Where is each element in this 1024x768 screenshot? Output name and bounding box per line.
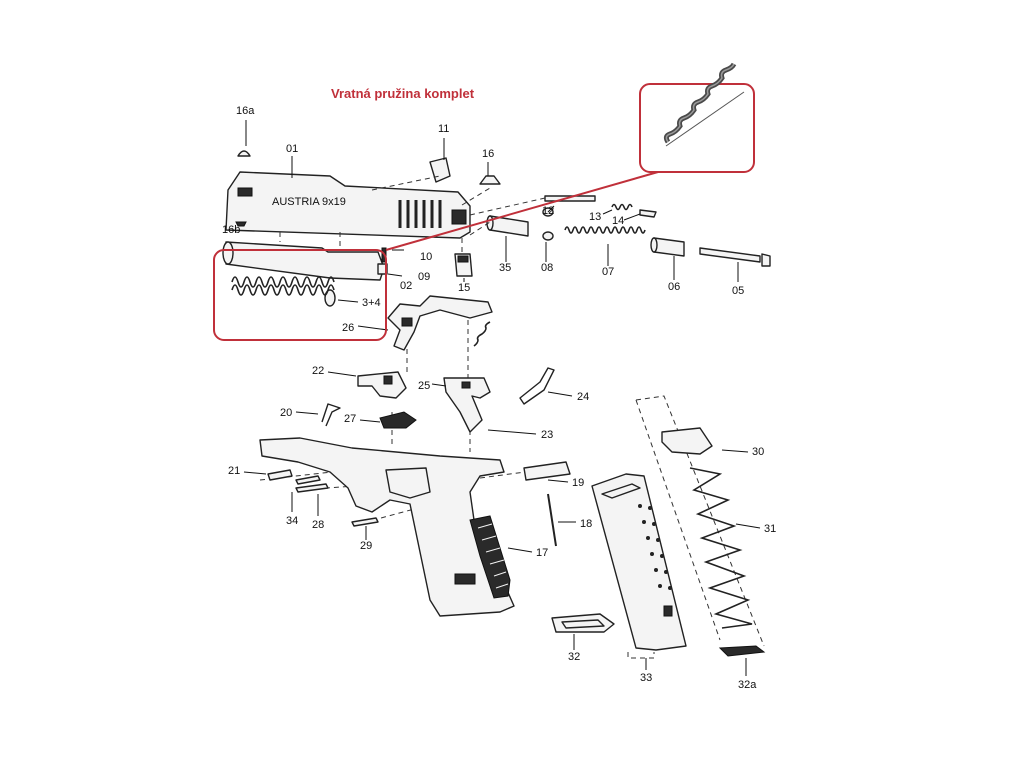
magazine-insert-part [718, 645, 766, 657]
label-30: 30 [752, 446, 764, 458]
recoil-spring-assembly-part [231, 276, 336, 307]
trigger-pin-part [267, 469, 293, 481]
spring-cup-part [639, 209, 657, 218]
assembly-line [371, 175, 441, 191]
label-12: 12 [542, 205, 554, 217]
label-09: 09 [418, 271, 430, 283]
spring-cups-small-part [542, 231, 554, 241]
firing-pin-spring-part [564, 226, 646, 234]
spring-loaded-bearing-pin-part [351, 517, 379, 527]
label-34: 34 [286, 515, 298, 527]
magazine-bracket [627, 652, 655, 659]
label-16: 16 [482, 148, 494, 160]
label-32a: 32a [738, 679, 757, 691]
label-16a: 16a [236, 105, 255, 117]
label-17: 17 [536, 547, 548, 559]
slide-lock-part [379, 411, 417, 429]
label-26: 26 [342, 322, 354, 334]
trigger-spring-wire-part [321, 403, 341, 427]
slide-engraving-maker: AUSTRIA [272, 196, 320, 208]
label-31: 31 [764, 523, 776, 535]
slide-stop-lever-part [519, 367, 555, 405]
magazine-tube-part [591, 473, 687, 651]
frame-receiver-part [259, 437, 515, 617]
label-25: 25 [418, 380, 430, 392]
recoil-spring-highlight [213, 62, 755, 341]
label-01: 01 [286, 143, 298, 155]
locking-block-part [357, 371, 407, 399]
slide-part: AUSTRIA 9x19 [225, 171, 471, 239]
label-21: 21 [228, 465, 240, 477]
highlight-box-spring-photo [639, 83, 755, 173]
label-13: 13 [589, 211, 601, 223]
label-11: 11 [438, 123, 449, 135]
assembly-line [479, 471, 526, 479]
label-3-4: 3+4 [362, 297, 381, 309]
locking-block-pin-part [295, 475, 321, 485]
label-35: 35 [499, 262, 511, 274]
front-sight-screw-part [235, 221, 247, 227]
label-22: 22 [312, 365, 324, 377]
trigger-bar-part [443, 377, 491, 433]
label-32: 32 [568, 651, 580, 663]
label-24: 24 [577, 391, 589, 403]
slide-engraving-caliber: 9x19 [322, 196, 346, 208]
label-15: 15 [458, 282, 470, 294]
label-10: 10 [420, 251, 432, 263]
label-29: 29 [360, 540, 372, 552]
diagram-title: Vratná pružina komplet [331, 86, 475, 101]
label-05: 05 [732, 285, 744, 297]
trigger-spring-part [473, 321, 491, 347]
front-sight-part [237, 150, 251, 157]
label-08: 08 [541, 262, 553, 274]
highlight-connector-line [385, 171, 659, 251]
label-18: 18 [580, 518, 592, 530]
label-19: 19 [572, 477, 584, 489]
magazine-floor-plate-part [551, 613, 615, 633]
spring-cups-part [611, 203, 633, 211]
label-07: 07 [602, 266, 614, 278]
label-23: 23 [541, 429, 553, 441]
magazine-assembly-line [635, 399, 721, 641]
label-27: 27 [344, 413, 356, 425]
trigger-housing-pin-part [295, 483, 329, 493]
label-28: 28 [312, 519, 324, 531]
slide-cover-part [429, 157, 451, 183]
magazine-assembly-line [635, 395, 765, 647]
barrel-part [222, 241, 385, 281]
firing-pin-spacer-rod-part [699, 247, 761, 263]
firing-pin-sleeve-part [653, 237, 685, 257]
magazine-catch-part [523, 461, 571, 481]
label-02: 02 [400, 280, 412, 292]
assembly-line [469, 197, 546, 216]
label-16b: 16b [222, 224, 240, 236]
rear-sight-part [479, 175, 501, 185]
magazine-spring-part [689, 467, 753, 629]
trigger-mechanism-housing-part [387, 295, 493, 351]
highlight-box-recoil-spring [213, 249, 387, 341]
label-20: 20 [280, 407, 292, 419]
assembly-line [461, 187, 491, 206]
magazine-catch-spring-part [547, 493, 557, 547]
recoil-spring-photo [663, 62, 745, 147]
assembly-line [469, 221, 491, 236]
label-06: 06 [668, 281, 680, 293]
magazine-follower-part [661, 427, 713, 455]
label-33: 33 [640, 672, 652, 684]
label-14: 14 [612, 215, 624, 227]
part-labels: 16a 01 11 16 16b 12 13 14 10 35 08 07 06… [222, 105, 776, 691]
